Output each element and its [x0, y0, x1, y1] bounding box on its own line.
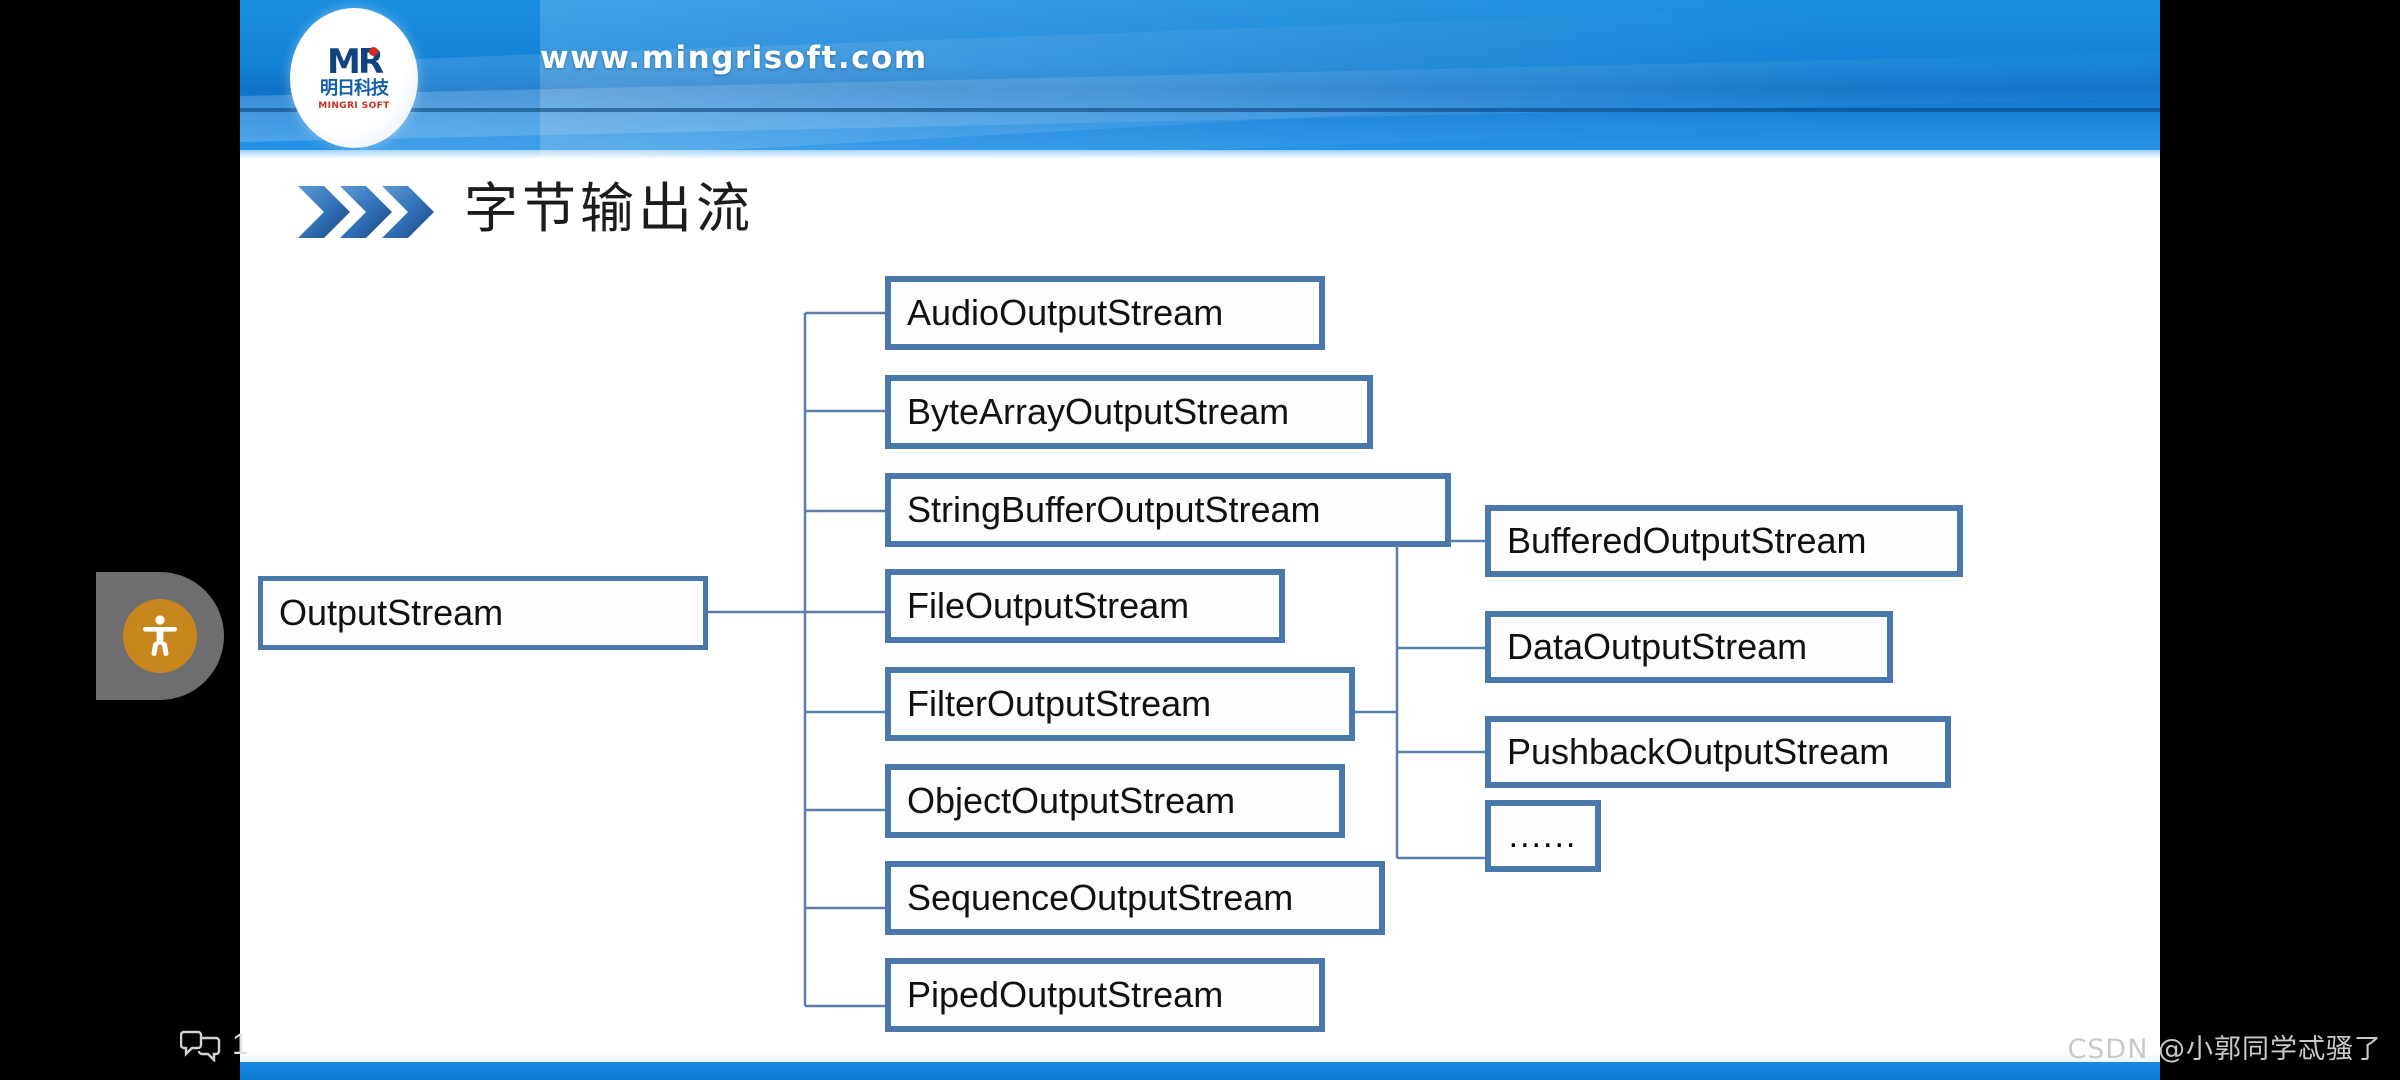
logo-red-dot-icon: [369, 47, 378, 57]
accessibility-person-icon: [143, 615, 177, 656]
node-pushbackoutputstream[interactable]: PushbackOutputStream: [1485, 716, 1951, 788]
node-label: StringBufferOutputStream: [907, 489, 1321, 530]
logo-monogram-icon: MR: [327, 45, 384, 79]
comment-count-overlay[interactable]: 1: [180, 1028, 249, 1062]
footer-highlight: [240, 1052, 2160, 1062]
accessibility-icon-circle: [123, 599, 197, 673]
node-pipedoutputstream[interactable]: PipedOutputStream: [885, 958, 1325, 1032]
triple-chevron-icon: [298, 186, 434, 238]
node-label: SequenceOutputStream: [907, 877, 1294, 918]
comment-count-text: 1: [232, 1028, 249, 1061]
comment-bubbles-icon: [180, 1030, 221, 1062]
slide-footer-bar: [240, 1062, 2160, 1080]
slide-header-banner: MR 明日科技 MINGRI SOFT www.mingrisoft.com: [240, 0, 2160, 158]
node-audiooutputstream[interactable]: AudioOutputStream: [885, 276, 1325, 350]
node-label: ByteArrayOutputStream: [907, 391, 1290, 432]
node-label: ......: [1508, 816, 1578, 855]
node-ellipsis-more[interactable]: ......: [1485, 800, 1601, 872]
node-filteroutputstream[interactable]: FilterOutputStream: [885, 667, 1355, 741]
csdn-watermark: CSDN @小郭同学忒骚了: [2067, 1034, 2382, 1065]
accessibility-button[interactable]: [96, 572, 224, 700]
node-outputstream[interactable]: OutputStream: [258, 576, 708, 650]
chevron-arrows-icon: [298, 184, 434, 240]
node-label: PushbackOutputStream: [1507, 731, 1890, 772]
node-label: BufferedOutputStream: [1507, 520, 1867, 561]
node-label: DataOutputStream: [1507, 626, 1808, 667]
node-dataoutputstream[interactable]: DataOutputStream: [1485, 611, 1893, 683]
slide-title-row: 字节输出流: [298, 178, 754, 240]
node-label: OutputStream: [279, 592, 504, 633]
presentation-slide: MR 明日科技 MINGRI SOFT www.mingrisoft.com: [240, 0, 2160, 1080]
node-sequenceoutputstream[interactable]: SequenceOutputStream: [885, 861, 1385, 935]
node-label: ObjectOutputStream: [907, 780, 1236, 821]
node-stringbufferoutputstream[interactable]: StringBufferOutputStream: [885, 473, 1451, 547]
page-title: 字节输出流: [464, 177, 754, 240]
node-fileoutputstream[interactable]: FileOutputStream: [885, 569, 1285, 643]
logo-company-en: MINGRI SOFT: [318, 100, 390, 111]
node-bytearrayoutputstream[interactable]: ByteArrayOutputStream: [885, 375, 1373, 449]
node-label: FileOutputStream: [907, 585, 1190, 626]
node-objectoutputstream[interactable]: ObjectOutputStream: [885, 764, 1345, 838]
node-label: FilterOutputStream: [907, 683, 1212, 724]
logo-company-cn: 明日科技: [320, 78, 389, 100]
node-label: PipedOutputStream: [907, 974, 1224, 1015]
site-url-text: www.mingrisoft.com: [540, 40, 928, 76]
mingrisoft-logo: MR 明日科技 MINGRI SOFT: [290, 8, 418, 148]
node-label: AudioOutputStream: [907, 292, 1224, 333]
diagram-connector-lines: [705, 311, 1485, 1008]
class-hierarchy-diagram: OutputStream AudioOutputStream ByteArray…: [240, 0, 2160, 1080]
node-bufferedoutputstream[interactable]: BufferedOutputStream: [1485, 505, 1963, 577]
